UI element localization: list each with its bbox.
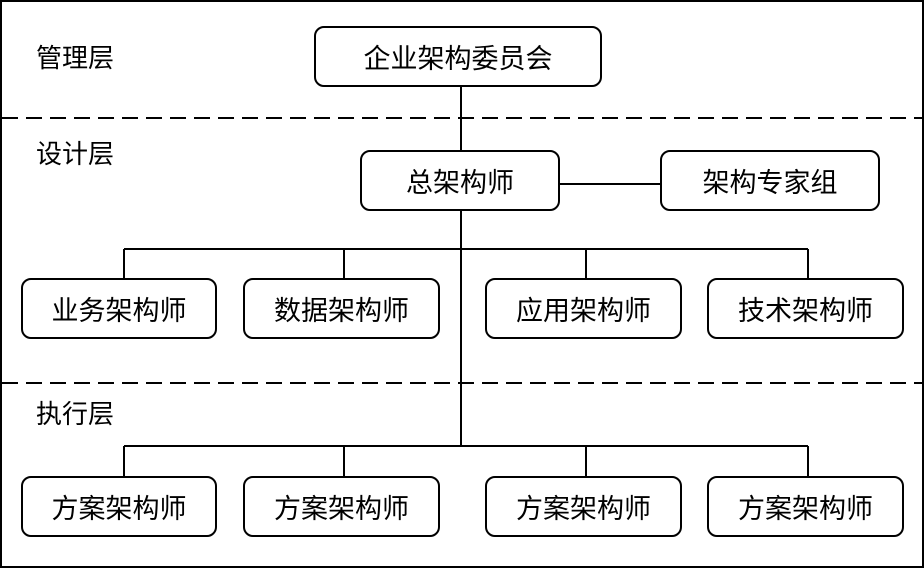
node-data-architect: 数据架构师	[243, 278, 440, 339]
layer-label-management: 管理层	[36, 44, 115, 74]
node-expert-group: 架构专家组	[660, 150, 880, 211]
node-chief-architect: 总架构师	[360, 150, 560, 211]
node-application-architect: 应用架构师	[485, 278, 682, 339]
node-solution-architect-2: 方案架构师	[243, 476, 440, 537]
node-technology-architect: 技术架构师	[707, 278, 904, 339]
node-solution-architect-4: 方案架构师	[707, 476, 904, 537]
node-business-architect: 业务架构师	[21, 278, 217, 339]
layer-label-execution: 执行层	[36, 400, 115, 430]
node-solution-architect-3: 方案架构师	[485, 476, 682, 537]
node-solution-architect-1: 方案架构师	[21, 476, 217, 537]
node-committee: 企业架构委员会	[314, 26, 602, 87]
layer-label-design: 设计层	[36, 140, 115, 170]
